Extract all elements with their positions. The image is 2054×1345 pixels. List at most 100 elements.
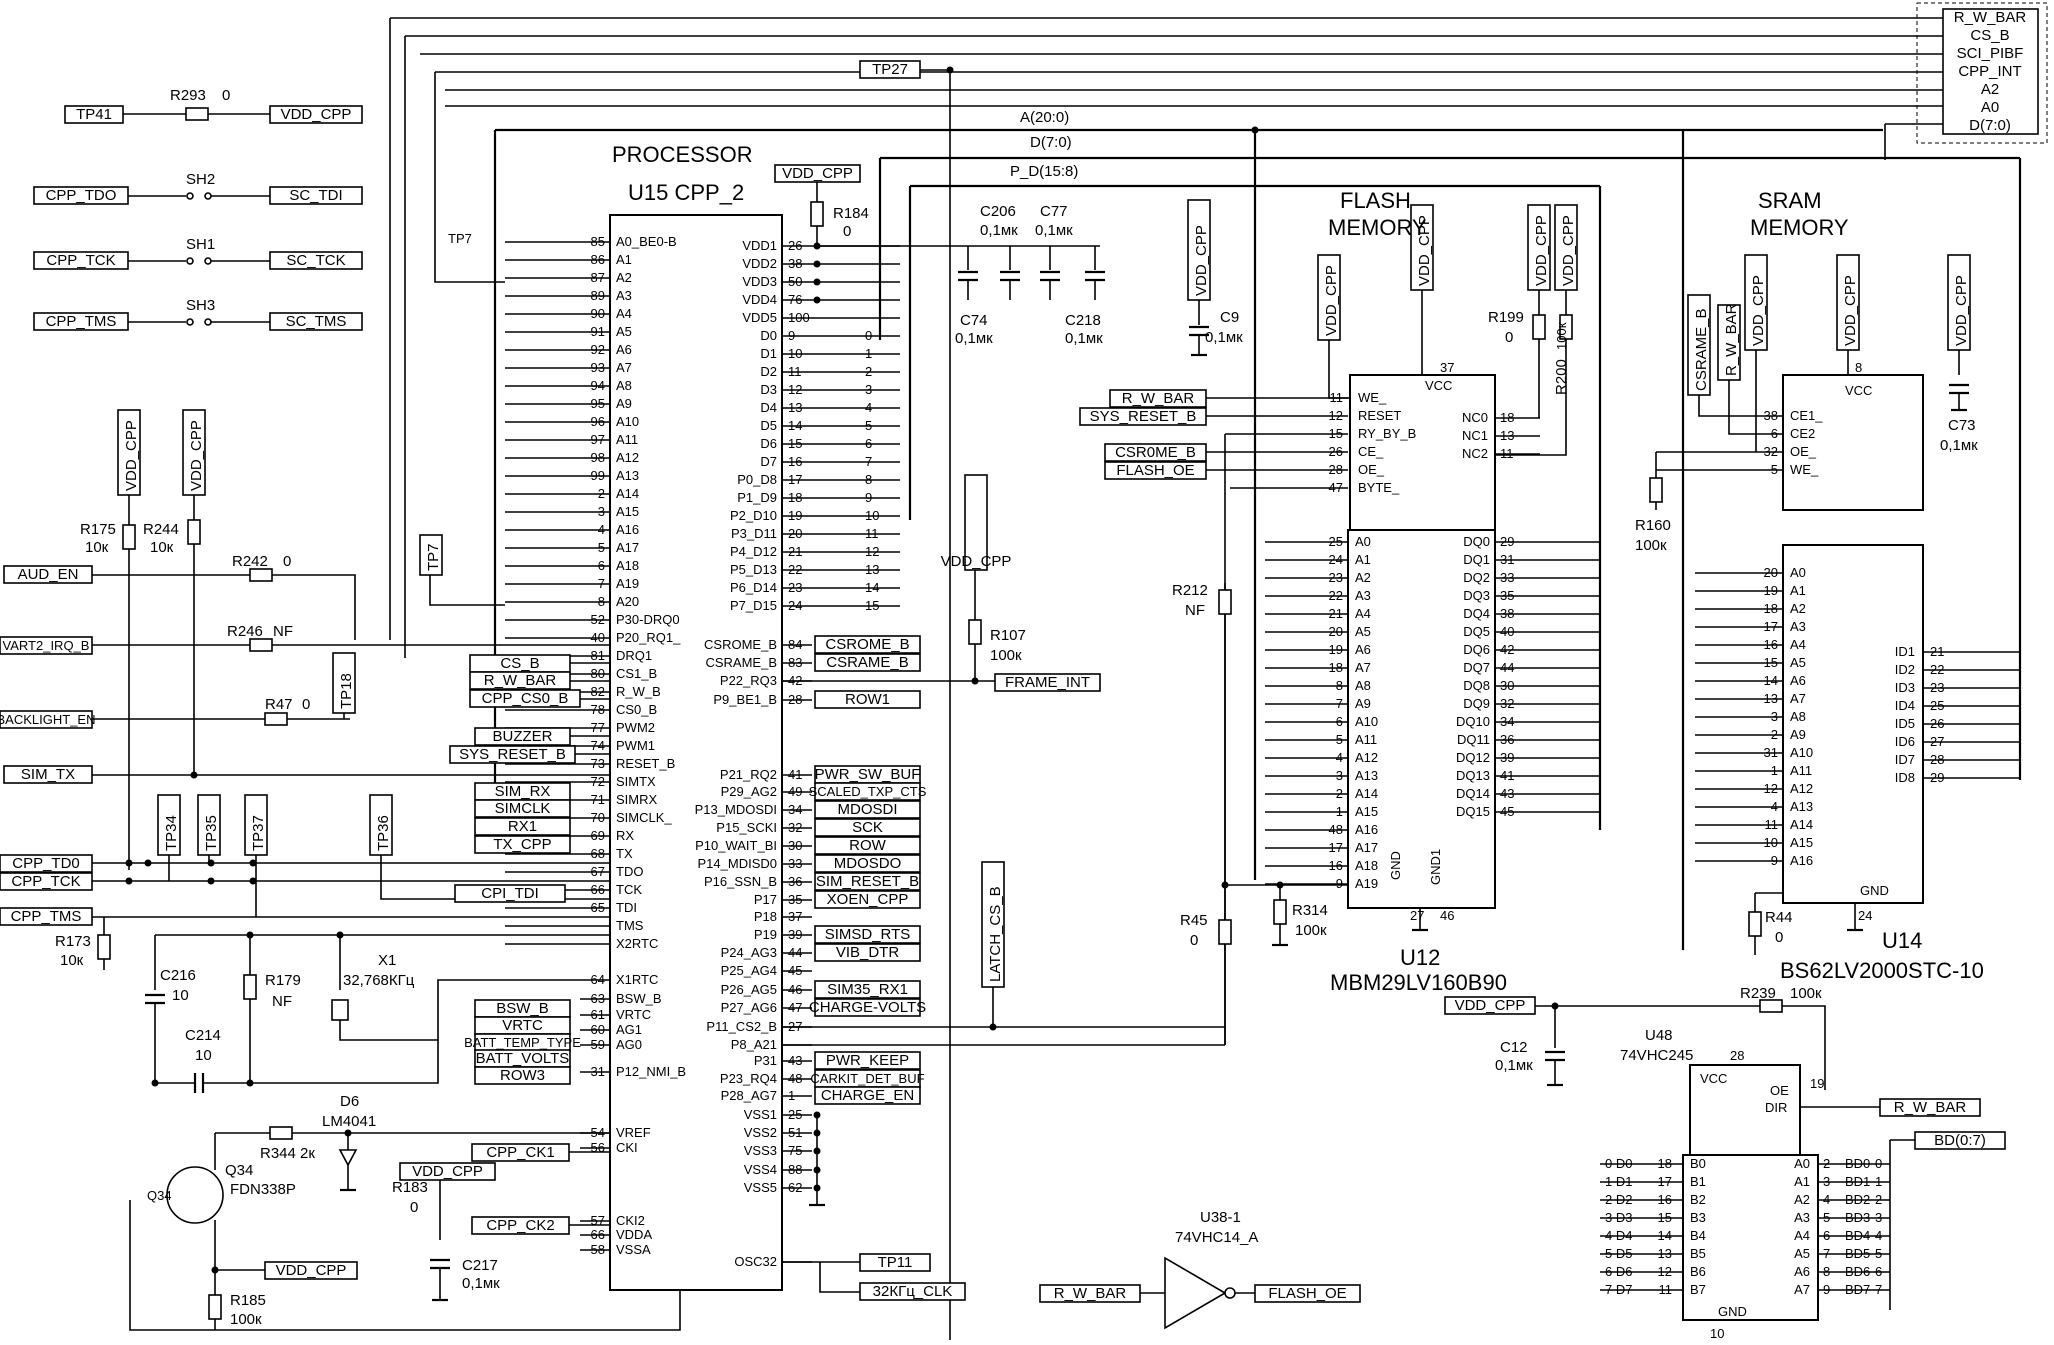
u14-pin-num: 21 — [1930, 644, 1944, 659]
csrame-flag-box — [814, 653, 921, 672]
u15-ref: U15 CPP_2 — [628, 180, 744, 205]
junction-dot — [249, 859, 257, 867]
label: C216 — [160, 967, 196, 984]
jtag-right-flag-box — [269, 312, 363, 331]
u12-pin-num: 9 — [1336, 876, 1343, 891]
u14-pin-sig: A1 — [1790, 583, 1806, 598]
vdd-cpp-flag-v-box — [1410, 204, 1434, 291]
u15-pin-num: 94 — [591, 378, 605, 393]
u15-pin-num: 47 — [788, 1000, 802, 1015]
label: R314 — [1292, 902, 1328, 919]
u14-pin-sig: A13 — [1790, 799, 1813, 814]
vdd-cpp-flag-v-box — [1527, 204, 1551, 291]
label: R45 — [1180, 912, 1208, 929]
u12-pin-num: 17 — [1329, 840, 1343, 855]
tx-cpp-flag: TX_CPP — [493, 836, 551, 853]
label: R44 — [1765, 909, 1793, 926]
u12-pin-num: 30 — [1500, 678, 1514, 693]
u15-pin-sig: P22_RQ3 — [720, 673, 777, 688]
u14-pin-num: 38 — [1764, 408, 1778, 423]
bus-bit-label: 13 — [865, 562, 879, 577]
vart2-flag-box — [0, 636, 93, 655]
u15-pin-sig: TX — [616, 846, 633, 861]
label: 0 — [843, 223, 851, 240]
batt-temp-flag: BATT_TEMP_TYPE — [464, 1035, 581, 1050]
u12-pin-num: 41 — [1500, 768, 1514, 783]
u14-body — [1782, 544, 1924, 904]
u48-pin-sig: B6 — [1690, 1264, 1706, 1279]
bus-bit-label: 8 — [865, 472, 872, 487]
label: 100к — [1554, 322, 1569, 350]
u15-pin-sig: VSSA — [616, 1242, 651, 1257]
bsw-flag: BSW_B — [496, 1000, 549, 1017]
u15-pin-sig: P15_SCKI — [716, 820, 777, 835]
u15-pin-sig: A1 — [616, 252, 632, 267]
u15-pin-sig: A4 — [616, 306, 632, 321]
u14-pin-num: 2 — [1771, 727, 1778, 742]
u14-pin-num: 6 — [1771, 426, 1778, 441]
u12-pin-sig: DQ5 — [1463, 624, 1490, 639]
label: 10к — [60, 952, 84, 969]
u15-pin-num: 3 — [598, 504, 605, 519]
label: R242 — [232, 553, 268, 570]
label: GND1 — [1428, 849, 1443, 885]
shunt-pad — [186, 192, 194, 200]
junction-dot — [144, 859, 152, 867]
u15-pin-sig: D5 — [760, 418, 777, 433]
u14-pin-num: 27 — [1930, 734, 1944, 749]
label: X1 — [378, 952, 396, 969]
label: C217 — [462, 1257, 498, 1274]
u12-pin-num: 18 — [1329, 660, 1343, 675]
bus-bit-label: 2 — [865, 364, 872, 379]
junction-dot — [207, 877, 215, 885]
bus-bit-label: BD6 — [1845, 1264, 1870, 1279]
u15-pin-sig: P6_D14 — [730, 580, 777, 595]
u15-pin-sig: VDD2 — [742, 256, 777, 271]
u12-pin-sig: A2 — [1355, 570, 1371, 585]
shunt-pad — [204, 318, 212, 326]
u15-pin-num: 19 — [788, 508, 802, 523]
label: R200 — [1553, 359, 1570, 395]
bus-bit-label: 7 — [1875, 1282, 1882, 1297]
u15-pin-num: 98 — [591, 450, 605, 465]
label: SH3 — [186, 297, 215, 314]
tp36-flag: TP36 — [375, 815, 392, 851]
bus-bit-label: 1 D1 — [1605, 1174, 1632, 1189]
r-w-bar-flag: R_W_BAR — [1054, 1285, 1127, 1302]
junction-dot — [246, 931, 254, 939]
u14-pin-sig: A16 — [1790, 853, 1813, 868]
u15-pin-sig: VSS4 — [744, 1162, 777, 1177]
vdd-cpp-flag-v-box — [1554, 204, 1578, 291]
u15-pin-num: 20 — [788, 526, 802, 541]
u14-pin-num: 10 — [1764, 835, 1778, 850]
junction-dot — [1276, 881, 1284, 889]
u15-pin-sig: P30-DRQ0 — [616, 612, 680, 627]
u12-pin-num: 21 — [1329, 606, 1343, 621]
u15-pin-sig: AG0 — [616, 1037, 642, 1052]
u15-pin-sig: P29_AG2 — [721, 784, 777, 799]
wire — [1728, 380, 1783, 435]
u15-pin-num: 71 — [591, 792, 605, 807]
u15-pin-sig: P23_RQ4 — [720, 1071, 777, 1086]
u15-pin-sig: VSS3 — [744, 1143, 777, 1158]
u12-pin-sig: DQ3 — [1463, 588, 1490, 603]
cpp-tck2-flag: CPP_TCK — [11, 873, 80, 890]
u15-pin-sig: D7 — [760, 454, 777, 469]
u12-pin-num: 6 — [1336, 714, 1343, 729]
flash-oe-flag: FLASH_OE — [1116, 462, 1194, 479]
u48-pin-num: 6 — [1823, 1228, 1830, 1243]
cpp-cs0-flag: CPP_CS0_B — [482, 690, 569, 707]
vdd-cpp-flag-v-box — [117, 409, 141, 496]
jtag-right-flag: SC_TCK — [286, 252, 345, 269]
u14-pin-num: 5 — [1771, 462, 1778, 477]
u15-pin-sig: VDD5 — [742, 310, 777, 325]
u15-pin-num: 42 — [788, 673, 802, 688]
label: 0 — [410, 1199, 418, 1216]
label: R107 — [990, 627, 1026, 644]
cpp-tms2-flag: CPP_TMS — [11, 908, 82, 925]
u12-pin-sig: A5 — [1355, 624, 1371, 639]
jtag-left-flag-box — [33, 251, 129, 270]
processor-title: PROCESSOR — [612, 142, 753, 167]
label: C73 — [1948, 417, 1976, 434]
bus-bit-label: 0 — [1875, 1156, 1882, 1171]
